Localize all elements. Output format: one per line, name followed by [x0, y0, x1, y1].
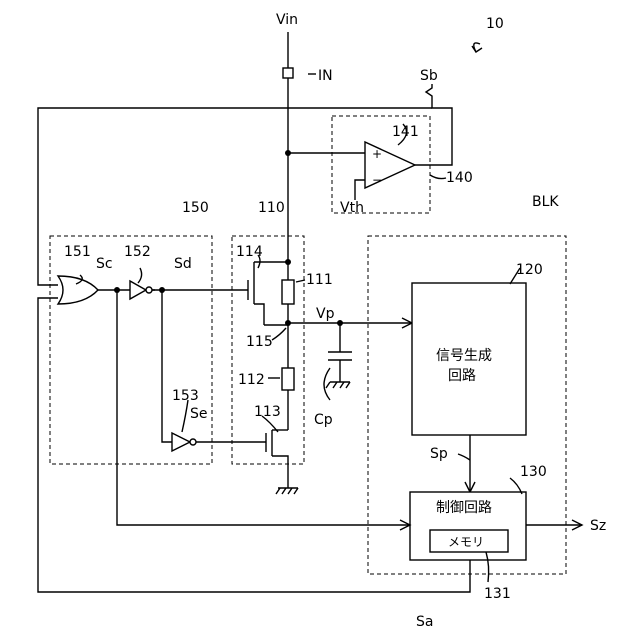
- inverter-152-bubble: [146, 287, 152, 293]
- nor-label: 151: [64, 244, 91, 260]
- block-140-label: 140: [446, 170, 473, 186]
- signal-gen-label-1: 信号生成: [436, 348, 492, 364]
- t114-drain: [254, 304, 264, 325]
- junction-dot: [285, 259, 291, 265]
- t113-label: 113: [254, 404, 281, 420]
- inverter-153-bubble: [190, 439, 196, 445]
- block140-leader: [430, 175, 446, 179]
- r112-label: 112: [238, 372, 265, 388]
- vin-label: Vin: [276, 12, 298, 28]
- junction-dot: [285, 320, 291, 326]
- comparator-label: 141: [392, 124, 419, 140]
- t113-source: [272, 456, 288, 488]
- block-120-label: 120: [516, 262, 543, 278]
- comp-minus-sign: −: [372, 173, 382, 187]
- vp-label: Vp: [316, 306, 335, 322]
- nor-gate-151: [58, 276, 98, 304]
- ground-hatch-2: [282, 488, 286, 494]
- memory-131-label: 131: [484, 586, 511, 602]
- junction-dot: [285, 150, 291, 156]
- ground-hatch-1: [276, 488, 280, 494]
- figure-number: 10: [486, 16, 504, 32]
- vth-wire: [355, 180, 365, 200]
- resistor-112: [282, 368, 294, 390]
- in-terminal: [283, 68, 293, 78]
- junction-dot: [337, 320, 343, 326]
- sa-label: Sa: [416, 614, 433, 630]
- block-110-outline: [232, 236, 304, 464]
- sb-label: Sb: [420, 68, 438, 84]
- node115-leader: [272, 328, 286, 340]
- inverter-153-label: 153: [172, 388, 199, 404]
- sp-label: Sp: [430, 446, 448, 462]
- inverter-153: [172, 433, 190, 451]
- inverter-152-label: 152: [124, 244, 151, 260]
- junction-dot: [159, 287, 165, 293]
- inverter-152: [130, 281, 146, 299]
- inv152-leader: [138, 268, 142, 283]
- in-label: IN: [318, 68, 333, 84]
- blk-label: BLK: [532, 194, 559, 210]
- ground-hatch-4: [294, 488, 298, 494]
- cp-label: Cp: [314, 412, 333, 428]
- junction-dot: [114, 287, 120, 293]
- sb-output-wire: [415, 84, 452, 165]
- signal-gen-label-2: 回路: [448, 368, 476, 384]
- comp-plus-sign: +: [372, 147, 382, 161]
- r111-label: 111: [306, 272, 333, 288]
- cp-ground-hatch-2: [333, 382, 337, 388]
- inv153-leader: [182, 400, 188, 432]
- sp-leader: [458, 454, 470, 460]
- block-150-label: 150: [182, 200, 209, 216]
- sd-branch-wire: [162, 290, 172, 442]
- cp-ground-hatch-1: [326, 382, 330, 388]
- memory-label: メモリ: [448, 535, 484, 549]
- sz-label: Sz: [590, 518, 606, 534]
- vth-label: Vth: [340, 200, 364, 216]
- cp-ground-hatch-4: [346, 382, 350, 388]
- resistor-111: [282, 280, 294, 304]
- block-130-label: 130: [520, 464, 547, 480]
- ground-hatch-3: [288, 488, 292, 494]
- sd-label: Sd: [174, 256, 192, 272]
- block-110-label: 110: [258, 200, 285, 216]
- sc-label: Sc: [96, 256, 113, 272]
- r111-leader: [296, 280, 305, 282]
- control-label: 制御回路: [436, 500, 492, 516]
- cp-ground-hatch-3: [340, 382, 344, 388]
- se-label: Se: [190, 406, 208, 422]
- node-115-label: 115: [246, 334, 273, 350]
- t114-label: 114: [236, 244, 263, 260]
